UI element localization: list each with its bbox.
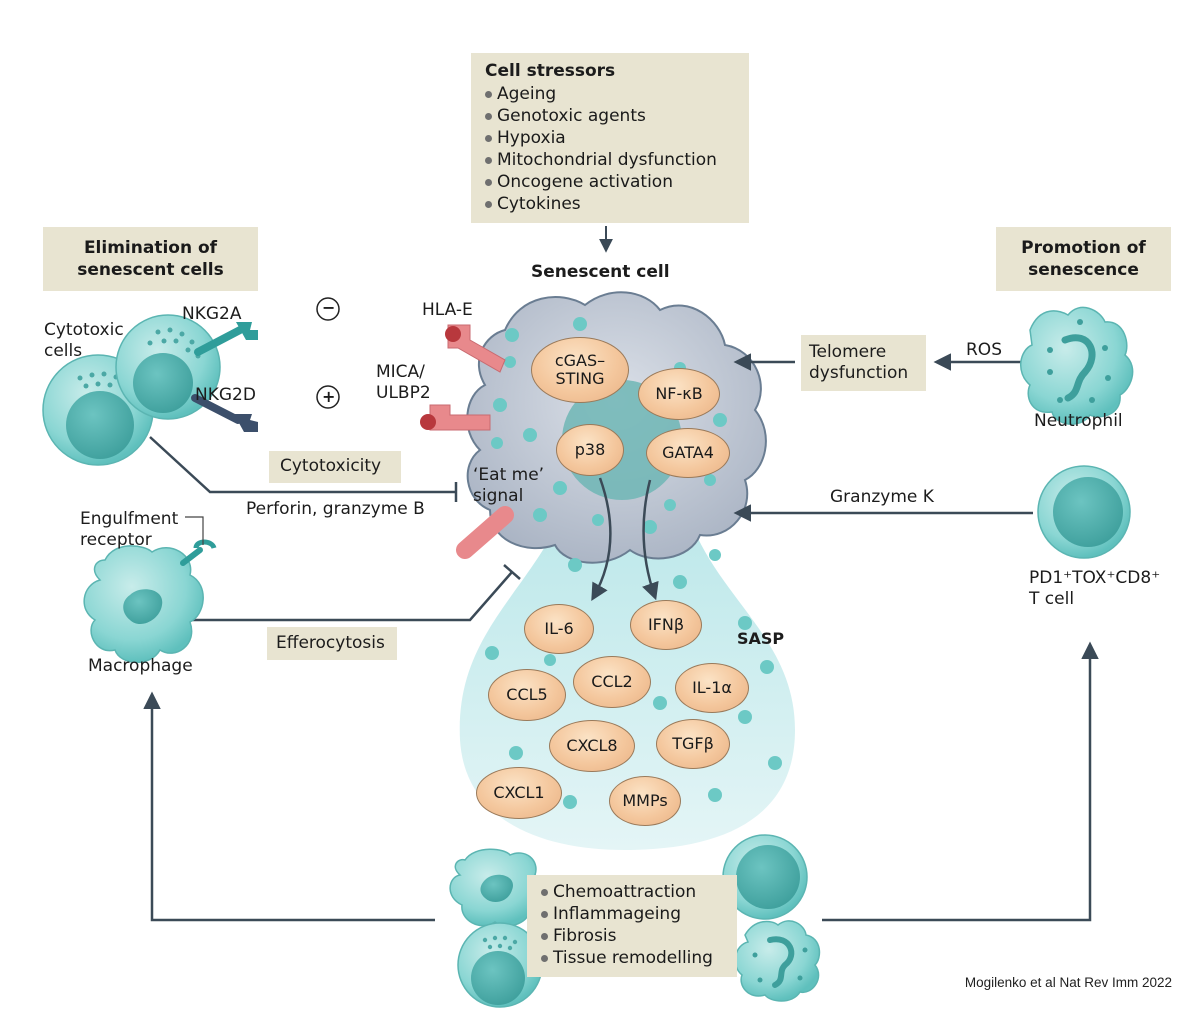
nkg2a-label: NKG2A xyxy=(182,304,242,324)
hla-e-label: HLA-E xyxy=(422,300,473,320)
stressor-item: Cytokines xyxy=(483,193,717,215)
promotion-box: Promotion of senescence xyxy=(996,227,1171,291)
tcell-label-line1: PD1⁺TOX⁺CD8⁺ xyxy=(1029,568,1161,588)
molecule-cgas-sting: cGAS– STING xyxy=(531,337,629,403)
inhibitory-sign: − xyxy=(322,298,336,317)
activating-sign-circle xyxy=(316,385,340,409)
mica-ulbp2-label: MICA/ ULBP2 xyxy=(376,362,431,403)
sasp-cxcl1: CXCL1 xyxy=(476,767,562,819)
effect-item: Fibrosis xyxy=(539,925,713,947)
efferocytosis-line xyxy=(188,571,513,622)
bottom-neutrophil xyxy=(734,920,821,1002)
nkg2a-receptor xyxy=(194,322,258,356)
effect-item: Tissue remodelling xyxy=(539,947,713,969)
telomere-dysfunction-label: Telomere dysfunction xyxy=(809,342,909,383)
hla-e-ligand xyxy=(445,324,506,373)
cd8-t-cell xyxy=(1037,465,1131,559)
efferocytosis-tbar xyxy=(503,564,521,580)
senescent-granules xyxy=(485,317,782,809)
elimination-box: Elimination of senescent cells xyxy=(43,227,258,291)
sasp-il1a: IL-1α xyxy=(675,663,749,713)
cell-stressors-list: Ageing Genotoxic agents Hypoxia Mitochon… xyxy=(483,83,717,215)
cytotoxicity-line xyxy=(149,436,456,494)
molecule-gata4: GATA4 xyxy=(646,428,730,478)
engulfment-leader xyxy=(185,516,204,545)
efferocytosis-box: Efferocytosis xyxy=(267,627,397,660)
cell-stressors-title: Cell stressors xyxy=(485,61,616,81)
molecule-p38: p38 xyxy=(556,424,624,476)
effects-to-tcell-arrow xyxy=(822,641,1099,922)
mica-ulbp2-ligand xyxy=(420,404,491,431)
telomere-dysfunction-box: Telomere dysfunction xyxy=(801,335,926,391)
granzyme-k-label: Granzyme K xyxy=(830,487,934,507)
cytotoxicity-box: Cytotoxicity xyxy=(269,451,401,483)
tcell-label-line2: T cell xyxy=(1029,589,1075,609)
perforin-granzyme-b-label: Perforin, granzyme B xyxy=(246,499,425,519)
cytotoxic-cell-front xyxy=(115,314,221,420)
effects-to-macrophage-arrow xyxy=(143,691,435,922)
ros-label: ROS xyxy=(966,340,1002,360)
stressor-item: Oncogene activation xyxy=(483,171,717,193)
stressor-item: Genotoxic agents xyxy=(483,105,717,127)
nkg2d-label: NKG2D xyxy=(195,385,256,405)
molecule-nf-kb: NF-κB xyxy=(638,368,720,420)
sasp-cxcl8: CXCL8 xyxy=(549,720,635,772)
sasp-il6: IL-6 xyxy=(524,604,594,654)
sasp-ifnb: IFNβ xyxy=(630,600,702,650)
sasp-mmps: MMPs xyxy=(609,776,681,826)
stressor-item: Ageing xyxy=(483,83,717,105)
promotion-title: Promotion of senescence xyxy=(1021,238,1146,280)
sasp-ccl5: CCL5 xyxy=(488,669,566,721)
senescent-cell-title: Senescent cell xyxy=(531,262,670,282)
elimination-title: Elimination of senescent cells xyxy=(77,238,224,280)
efferocytosis-label: Efferocytosis xyxy=(276,633,385,653)
nucleus-to-sasp-arrow-2 xyxy=(642,479,659,601)
inhibitory-sign-circle xyxy=(316,297,340,321)
effects-list: Chemoattraction Inflammageing Fibrosis T… xyxy=(539,881,713,969)
sasp-ccl2: CCL2 xyxy=(573,656,651,708)
eat-me-signal-label: ‘Eat me’ signal xyxy=(473,465,545,506)
engulfment-receptor-label: Engulfment receptor xyxy=(80,509,179,550)
sasp-title: SASP xyxy=(737,629,785,648)
stressor-item: Mitochondrial dysfunction xyxy=(483,149,717,171)
macrophage-label: Macrophage xyxy=(88,656,193,676)
sasp-tgfb: TGFβ xyxy=(656,719,730,769)
effect-item: Chemoattraction xyxy=(539,881,713,903)
effect-item: Inflammageing xyxy=(539,903,713,925)
citation-credit: Mogilenko et al Nat Rev Imm 2022 xyxy=(964,975,1172,990)
stressor-item: Hypoxia xyxy=(483,127,717,149)
cell-stressors-box: Cell stressors Ageing Genotoxic agents H… xyxy=(471,53,749,223)
macrophage-cell xyxy=(83,539,217,664)
eat-me-ligand xyxy=(456,506,514,559)
activating-sign: + xyxy=(322,387,336,406)
cytotoxicity-label: Cytotoxicity xyxy=(280,456,382,476)
bottom-macrophage xyxy=(449,848,545,927)
neutrophil-cell xyxy=(1020,306,1134,425)
cytotoxic-cells-label: Cytotoxic cells xyxy=(44,320,124,361)
neutrophil-label: Neutrophil xyxy=(1034,411,1123,431)
nkg2d-receptor xyxy=(191,394,258,432)
nucleus-to-sasp-arrow-1 xyxy=(591,477,612,602)
cytotoxic-cell-back xyxy=(42,354,154,466)
effects-box: Chemoattraction Inflammageing Fibrosis T… xyxy=(527,875,737,977)
